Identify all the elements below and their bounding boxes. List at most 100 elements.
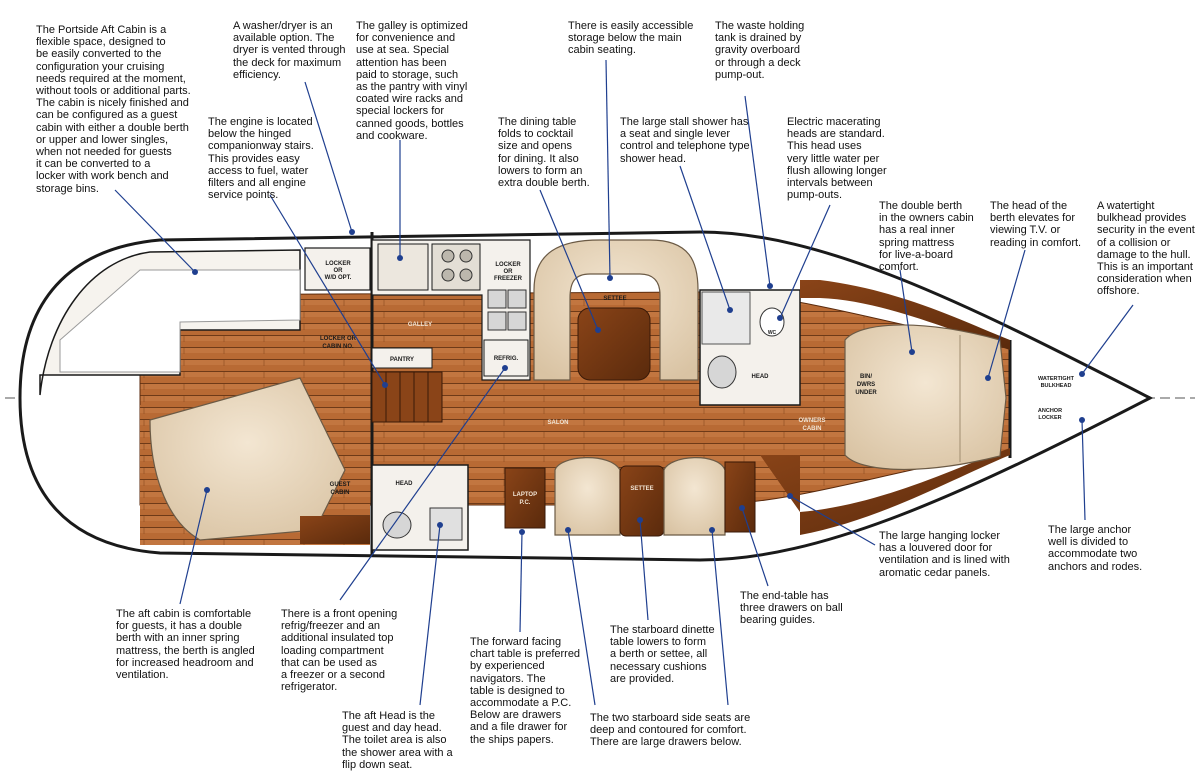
burner-3 [441, 268, 455, 282]
locker-freezer-label-1: LOCKER [495, 262, 521, 268]
locker-wd-label-1: LOCKER [325, 261, 351, 267]
leader-dot-bulkhead [1079, 371, 1085, 377]
leader-seats-aft [567, 529, 596, 706]
leader-berth-head [987, 249, 1026, 379]
callout-berth-head: The head of the berth elevates for viewi… [990, 200, 1082, 249]
callout-refrig-freezer: There is a front opening refrig/freezer … [281, 608, 398, 694]
burner-2 [459, 249, 473, 263]
callout-owners-berth: The double berth in the owners cabin has… [879, 200, 974, 274]
leader-dot-galley [397, 255, 403, 261]
owners-berth [844, 324, 1007, 471]
starboard-dinette-table [619, 465, 665, 537]
head-fwd-label: HEAD [751, 374, 769, 380]
leader-dot-dinette [637, 517, 643, 523]
starboard-seat-fwd [663, 457, 726, 536]
owners-cabin-bulkhead-stbd [760, 448, 1010, 535]
leader-anchor-well [1081, 419, 1086, 521]
counter-cutout [377, 243, 429, 291]
leader-dot-hanging-locker [787, 493, 793, 499]
callout-aft-head: The aft Head is the guest and day head. … [342, 710, 453, 771]
leader-washer [304, 81, 353, 233]
callout-dinette-table: The starboard dinette table lowers to fo… [610, 624, 715, 685]
leader-dot-seats-aft [565, 527, 571, 533]
leader-dot-seats-fwd [709, 527, 715, 533]
callout-hanging-locker: The large hanging locker has a louvered … [879, 530, 1010, 579]
refrig-label: REFRIG. [494, 356, 519, 362]
anchor-label-1: ANCHOR [1038, 408, 1062, 414]
settee-port-label: SETTEE [603, 296, 626, 302]
callout-macerating-heads: Electric macerating heads are standard. … [787, 116, 887, 202]
bulkhead-label-2: BULKHEAD [1041, 383, 1072, 389]
sink-2 [507, 289, 527, 309]
leader-shower [679, 165, 731, 311]
bulkhead-label-1: WATERTIGHT [1038, 376, 1075, 382]
dining-table [577, 307, 651, 381]
leader-aft-head [419, 524, 441, 706]
leader-aft-cabin [179, 489, 208, 605]
aft-head-shower-seat [429, 507, 463, 541]
shower-stall [701, 291, 751, 345]
leader-dot-end-table [739, 505, 745, 511]
owners-cabin-bulkhead-port [800, 280, 1010, 350]
companionway-stairs [371, 371, 443, 423]
head-wc [759, 307, 785, 337]
stove [431, 243, 481, 291]
callout-end-table: The end-table has three drawers on ball … [740, 590, 843, 627]
callout-galley: The galley is optimized for convenience … [356, 20, 468, 142]
locker-cabin-label-2: CABIN NO. [322, 344, 354, 350]
leader-dot-aft-port-cabin [192, 269, 198, 275]
galley-label: GALLEY [408, 322, 432, 328]
pantry-label: PANTRY [390, 357, 414, 363]
callout-watertight-bulkhead: A watertight bulkhead provides security … [1097, 200, 1195, 298]
leader-dot-macerating [777, 315, 783, 321]
aft-head-sink [382, 511, 412, 539]
leader-refrig [339, 367, 506, 601]
bin-label-2: DWRS [857, 382, 875, 388]
leader-storage [605, 59, 611, 279]
callout-starboard-seats: The two starboard side seats are deep an… [590, 712, 751, 749]
callout-washer-dryer: A washer/dryer is an available option. T… [233, 20, 346, 81]
leader-dot-refrig [502, 365, 508, 371]
locker-freezer-label-2: OR [504, 269, 514, 275]
leader-dot-dining [595, 327, 601, 333]
bin-label-1: BIN/ [860, 374, 872, 380]
owners-cabin-label-1: OWNERS [799, 418, 826, 424]
leader-macerating [779, 204, 831, 319]
callout-aft-cabin-portside: The Portside Aft Cabin is a flexible spa… [36, 24, 191, 195]
leader-owners-berth [899, 269, 913, 353]
callout-anchor-well: The large anchor well is divided to acco… [1048, 524, 1143, 573]
leader-dot-engine [382, 382, 388, 388]
starboard-seat-aft [554, 457, 621, 536]
burner-1 [441, 249, 455, 263]
leader-dining [539, 189, 599, 331]
callout-storage-seating: There is easily accessible storage below… [568, 20, 694, 57]
locker-cabin-label-1: LOCKER OR [320, 336, 357, 342]
leader-dot-aft-head [437, 522, 443, 528]
leader-dot-washer [349, 229, 355, 235]
locker-freezer-label-3: FREEZER [494, 276, 523, 282]
leader-engine [269, 194, 386, 386]
leader-dot-storage [607, 275, 613, 281]
guest-dark-panel [300, 516, 370, 544]
head-sink [707, 355, 737, 389]
callout-chart-table: The forward facing chart table is prefer… [470, 636, 581, 746]
locker-wd-label-2: OR [334, 268, 344, 274]
guest-cabin-label-2: CABIN [331, 490, 350, 496]
callout-dining-table: The dining table folds to cocktail size … [498, 116, 590, 190]
owners-cabin-label-2: CABIN [803, 426, 822, 432]
bin-label-3: UNDER [855, 390, 877, 396]
guest-cabin-label-1: GUEST [330, 482, 351, 488]
leader-dinette [639, 519, 649, 621]
pantry [371, 347, 433, 369]
wc-label: WC [768, 330, 777, 336]
leader-dot-owners-berth [909, 349, 915, 355]
chart-table [504, 467, 546, 529]
leader-dot-waste [767, 283, 773, 289]
locker-wd-label-3: W/D OPT. [325, 275, 352, 281]
leader-hanging-locker [789, 495, 876, 546]
sink-1 [487, 289, 507, 309]
settee-stbd-label: SETTEE [630, 486, 653, 492]
leader-dot-anchor-well [1079, 417, 1085, 423]
callout-shower: The large stall shower has a seat and si… [620, 116, 750, 165]
